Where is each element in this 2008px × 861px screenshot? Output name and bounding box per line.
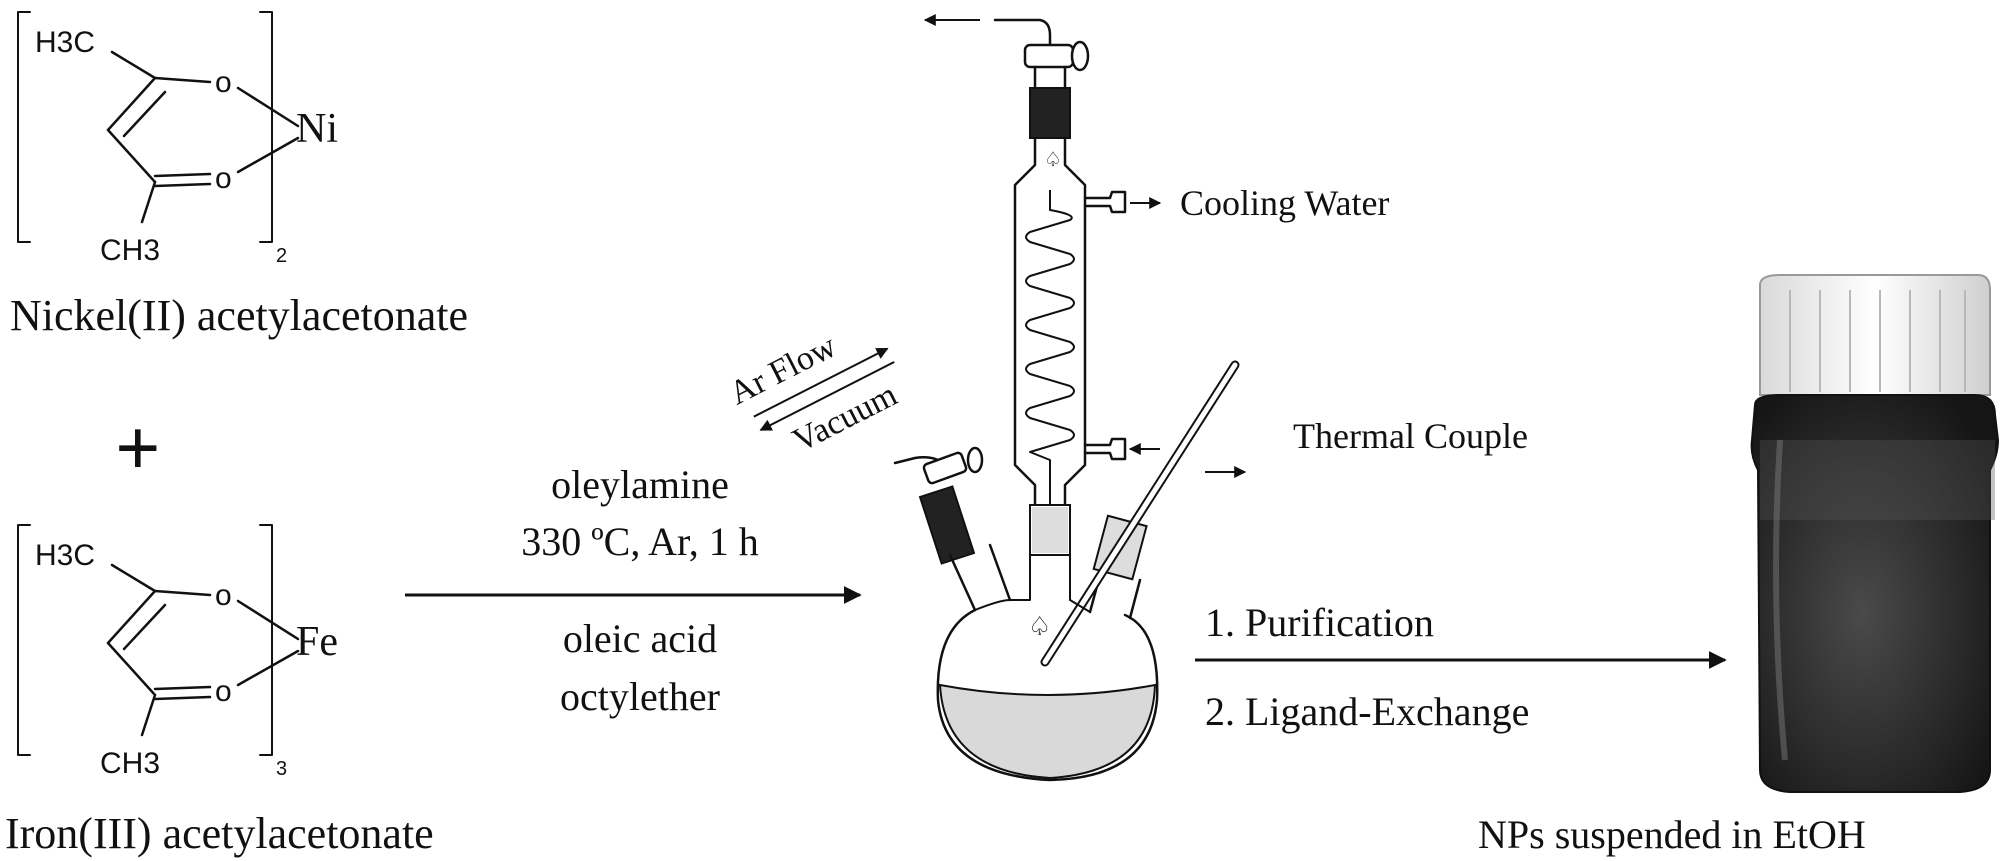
vial-label-band [1760,440,1995,520]
bond [110,563,157,593]
subscript-2: 2 [276,245,287,267]
workup-step-purification: 1. Purification [1205,600,1434,645]
water-outlet-nozzle [1083,190,1127,214]
cooling-water-label: Cooling Water [1180,183,1389,223]
methyl-top-label: H3C [35,26,95,59]
left-bracket [17,11,31,243]
workup-step-ligand-exchange: 2. Ligand-Exchange [1205,689,1529,734]
ground-joint-top [1029,87,1071,139]
spade-icon: ♤ [1044,149,1062,171]
iron-acac-name: Iron(III) acetylacetonate [5,809,434,858]
vacuum-label: Vacuum [787,376,903,460]
bond [106,76,157,132]
bond-double [122,90,167,138]
bond-metal [236,86,300,128]
vial-highlight [1773,439,1788,761]
reaction-conditions: 330 ºC, Ar, 1 h [521,519,758,564]
side-stopcock [922,451,968,485]
bond [140,180,157,224]
bond-metal [236,649,300,687]
vial-cap [1759,274,1991,396]
top-stopcock [1023,43,1075,69]
plus-sign: + [115,405,161,493]
bond-metal [236,136,300,174]
iron-acac-structure: H3C o o Fe CH3 3 [17,524,338,780]
oxygen-bottom: o [215,162,232,195]
bond [140,693,157,737]
side-joint-left [918,485,976,565]
subscript-3: 3 [276,758,287,780]
round-bottom-flask [936,608,1159,782]
bond-double [153,695,212,701]
right-bracket [259,11,273,243]
joint-frost [1032,507,1068,553]
condenser-coil [1025,209,1075,506]
bond [106,641,157,697]
water-inlet-nozzle [1083,437,1127,461]
left-bracket [17,524,31,756]
product-vial [1750,274,2000,793]
left-neck [948,543,1012,612]
spade-icon-flask: ♤ [1028,611,1051,641]
nickel-acac-structure: H3C o o Ni CH3 2 [17,11,338,267]
condenser-left-wall [1013,136,1037,507]
ar-flow-arrow [753,347,889,418]
bond-metal [236,599,300,641]
flask-shoulder [974,554,1091,613]
top-outlet-tube [993,18,1052,50]
methyl-top-label: H3C [35,539,95,572]
bond-double [153,182,212,188]
side-stopcock-handle [966,446,984,474]
bond [106,128,157,184]
gas-control-labels: Ar Flow Vacuum [724,327,903,460]
bond [106,589,157,645]
vial-body [1750,394,2000,793]
methyl-bottom-label: CH3 [100,747,160,780]
thermal-couple-label: Thermal Couple [1293,416,1528,456]
bond [153,589,212,597]
thermocouple [1042,362,1238,665]
bond [153,685,212,691]
reagent-oleic-acid: oleic acid [563,616,717,661]
vacuum-arrow [759,361,895,431]
solvent-octylether: octylether [560,674,720,719]
reagent-oleylamine: oleylamine [551,462,729,507]
stopcock-handle [1070,40,1090,72]
oxygen-top: o [215,579,232,612]
reflux-apparatus: ♤ ♤ [893,14,1240,782]
cap-ridges [1789,290,1966,392]
bond [110,50,157,80]
right-bracket [259,524,273,756]
bond-double [122,603,167,651]
metal-label-ni: Ni [296,106,338,152]
adapter-neck [1033,65,1067,92]
metal-label-fe: Fe [296,619,338,665]
bond [153,76,212,84]
bond [153,172,212,178]
oxygen-top: o [215,66,232,99]
oxygen-bottom: o [215,675,232,708]
condenser-right-wall [1063,136,1087,507]
product-caption: NPs suspended in EtOH [1478,812,1866,857]
ar-flow-label: Ar Flow [724,327,843,412]
reaction-liquid [938,683,1157,780]
methyl-bottom-label: CH3 [100,234,160,267]
nickel-acac-name: Nickel(II) acetylacetonate [10,291,468,340]
